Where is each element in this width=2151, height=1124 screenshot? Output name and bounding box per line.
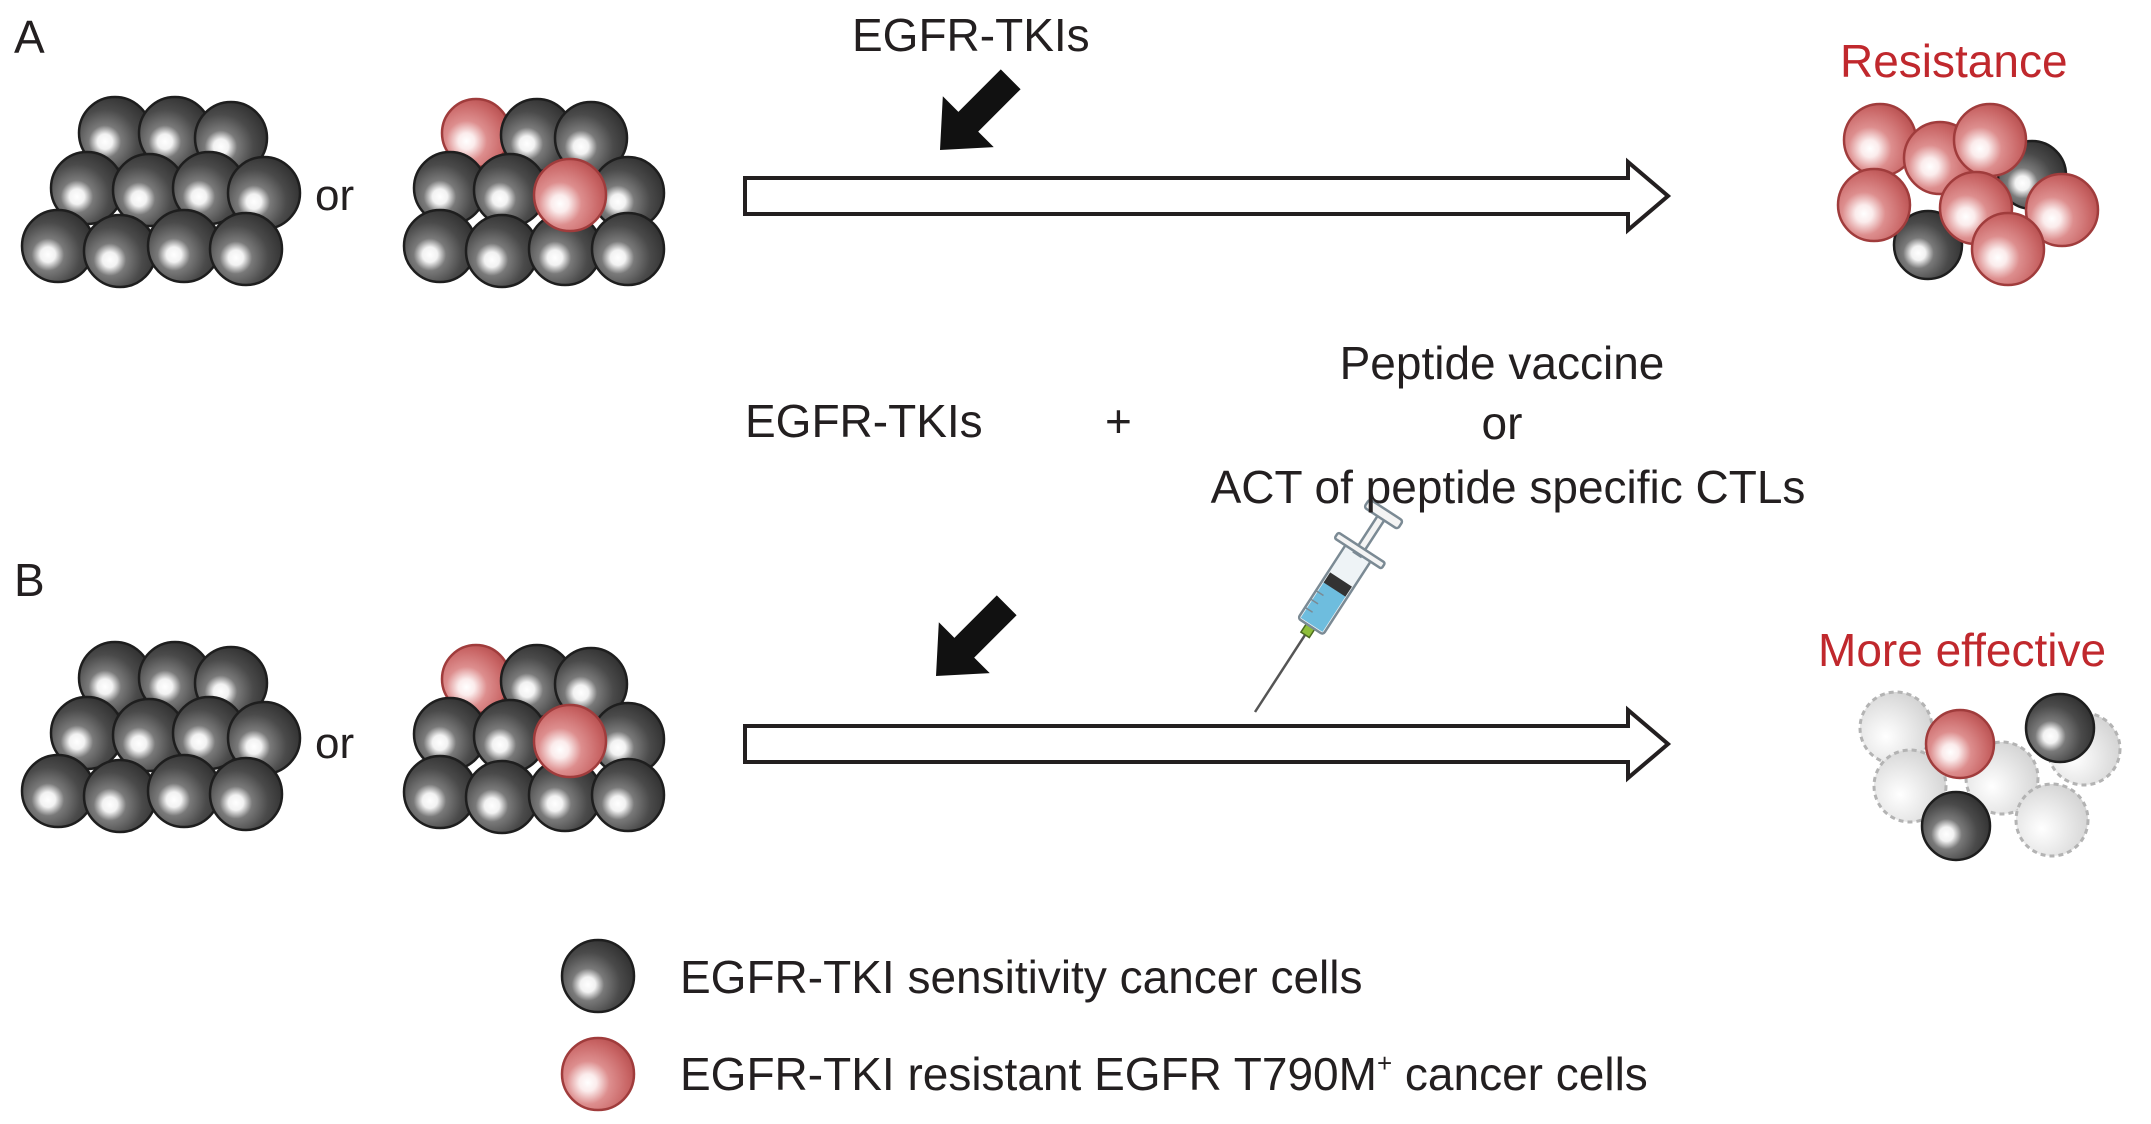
resistant-cancer-cell — [532, 157, 608, 233]
panel-letter-a: A — [14, 11, 45, 63]
drug-label-b: EGFR-TKIs — [745, 395, 983, 447]
sensitive-cancer-cell — [82, 213, 158, 289]
combo-line-2: or — [1481, 397, 1523, 449]
drug-label-a: EGFR-TKIs — [852, 9, 1090, 61]
hollow-arrow-icon — [743, 157, 1672, 235]
legend-swatches — [560, 938, 636, 1112]
sensitive-cancer-cell — [208, 756, 284, 832]
resistant-cancer-cell — [560, 1036, 636, 1112]
legend-resistant-tail: cancer cells — [1392, 1048, 1648, 1100]
sensitive-cancer-cell — [464, 759, 540, 835]
legend-label-sensitive: EGFR-TKI sensitivity cancer cells — [680, 951, 1363, 1003]
sensitive-cancer-cell — [464, 213, 540, 289]
outcome-label-resistance: Resistance — [1840, 35, 2068, 87]
sensitive-cancer-cell — [1920, 790, 1992, 862]
or-label-b: or — [315, 719, 355, 768]
black-arrow-icon — [940, 69, 1021, 150]
resistant-cancer-cell — [2024, 172, 2100, 248]
cell-cluster-mixed-b — [402, 643, 666, 835]
sensitive-cancer-cell — [590, 757, 666, 833]
plus-sign: + — [1105, 395, 1132, 447]
cell-cluster-effective-outcome — [1858, 690, 2122, 862]
syringe-icon — [1253, 498, 1404, 713]
sensitive-cancer-cell — [82, 758, 158, 834]
resistant-cancer-cell — [1836, 167, 1912, 243]
sensitive-cancer-cell — [2024, 692, 2096, 764]
sensitive-cancer-cell — [590, 211, 666, 287]
resistant-cancer-cell — [532, 703, 608, 779]
combo-line-1: Peptide vaccine — [1339, 337, 1665, 389]
dead-cancer-cell — [1872, 748, 1948, 824]
resistant-cancer-cell — [1924, 708, 1996, 780]
cell-cluster-mixed-a — [402, 97, 666, 289]
or-label-a: or — [315, 171, 355, 220]
legend-resistant-sup: + — [1376, 1048, 1393, 1078]
dead-cancer-cell — [2014, 782, 2090, 858]
hollow-arrow-icon — [743, 705, 1672, 783]
cell-cluster-resistance-outcome — [1836, 102, 2100, 287]
legend-label-resistant: EGFR-TKI resistant EGFR T790M+ cancer ce… — [680, 1048, 1648, 1100]
outcome-label-more-effective: More effective — [1818, 624, 2107, 676]
resistant-cancer-cell — [1970, 211, 2046, 287]
black-arrow-icon — [936, 595, 1017, 676]
sensitive-cancer-cell — [560, 938, 636, 1014]
panel-letter-b: B — [14, 554, 45, 606]
cell-cluster-sensitive-a — [20, 95, 302, 289]
combo-line-3: ACT of peptide specific CTLs — [1210, 461, 1806, 513]
sensitive-cancer-cell — [208, 211, 284, 287]
cell-cluster-sensitive-b — [20, 640, 302, 834]
legend-resistant-main: EGFR-TKI resistant EGFR T790M — [680, 1048, 1377, 1100]
resistant-cancer-cell — [1952, 102, 2028, 178]
